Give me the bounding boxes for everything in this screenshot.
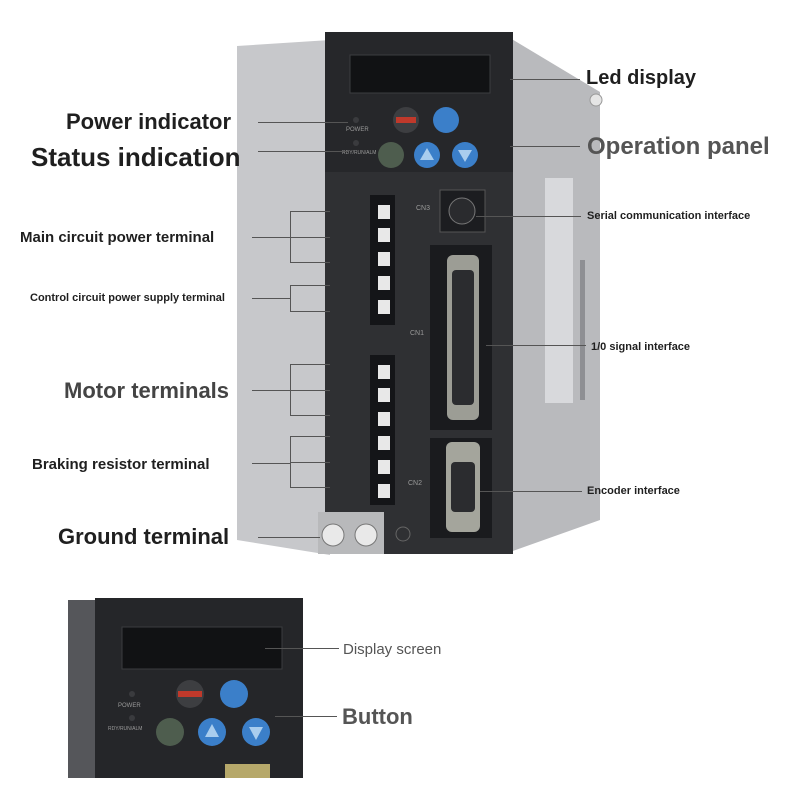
power-led	[353, 117, 359, 123]
ground-screw-1	[321, 523, 345, 547]
heatsink-fin-panel	[545, 178, 573, 403]
leader-operation-panel	[510, 146, 580, 147]
label-power-indicator: Power indicator	[66, 109, 232, 134]
closeup-key-green	[156, 718, 184, 746]
led-display	[349, 54, 491, 94]
down-arrow	[458, 150, 472, 162]
label-ground-terminal: Ground terminal	[58, 524, 230, 549]
label-serial-comm: Serial communication interface	[587, 210, 751, 222]
mount-hole	[589, 93, 603, 107]
label-operation-panel: Operation panel	[587, 133, 770, 160]
motor-terminal-block	[370, 355, 395, 505]
closeup-run-alm-marking: RDY/RUN/ALM	[108, 726, 143, 732]
cn2-marking: CN2	[408, 480, 423, 487]
key-mode-mark	[396, 117, 416, 123]
label-motor-terminals: Motor terminals	[64, 378, 230, 403]
leader-display-screen	[265, 648, 339, 649]
leader-io-signal	[486, 345, 586, 346]
leader-encoder	[480, 491, 582, 492]
leader-braking	[252, 463, 290, 464]
status-led	[353, 140, 359, 146]
label-main-circuit-power: Main circuit power terminal	[20, 229, 215, 246]
label-braking-resistor: Braking resistor terminal	[32, 456, 210, 473]
ground-symbol	[395, 526, 411, 542]
leader-motor	[252, 390, 290, 391]
cn3-marking: CN3	[416, 205, 431, 212]
power-marking: POWER	[346, 127, 369, 133]
heatsink-slot	[580, 260, 585, 400]
left-side-panel	[237, 40, 330, 555]
bracket-control-circuit	[290, 285, 291, 312]
label-control-circuit-power: Control circuit power supply terminal	[30, 292, 225, 304]
closeup-display	[121, 626, 283, 670]
leader-status-indication	[258, 151, 348, 152]
leader-serial-comm	[476, 216, 581, 217]
label-io-signal: 1/0 signal interface	[591, 341, 691, 353]
run-alm-marking: RDY/RUN/ALM	[342, 150, 377, 156]
leader-led-display	[510, 79, 580, 80]
up-arrow	[420, 148, 434, 160]
leader-ground	[258, 537, 320, 538]
label-encoder-interface: Encoder interface	[587, 485, 680, 497]
ground-screw-2	[354, 523, 378, 547]
closeup-side	[68, 600, 98, 778]
closeup-key-set	[220, 680, 248, 708]
key-green	[378, 142, 404, 168]
leader-button	[275, 716, 337, 717]
leader-control-circuit	[252, 298, 290, 299]
leader-power-indicator	[258, 122, 348, 123]
closeup-cn3-edge	[225, 764, 270, 778]
label-button: Button	[342, 704, 413, 729]
cn1-marking: CN1	[410, 330, 425, 337]
label-status-indication: Status indication	[31, 142, 241, 172]
leader-main-circuit	[252, 237, 290, 238]
closeup-power-marking: POWER	[118, 703, 141, 709]
label-led-display: Led display	[586, 67, 697, 89]
key-set	[433, 107, 459, 133]
label-display-screen: Display screen	[343, 641, 442, 658]
